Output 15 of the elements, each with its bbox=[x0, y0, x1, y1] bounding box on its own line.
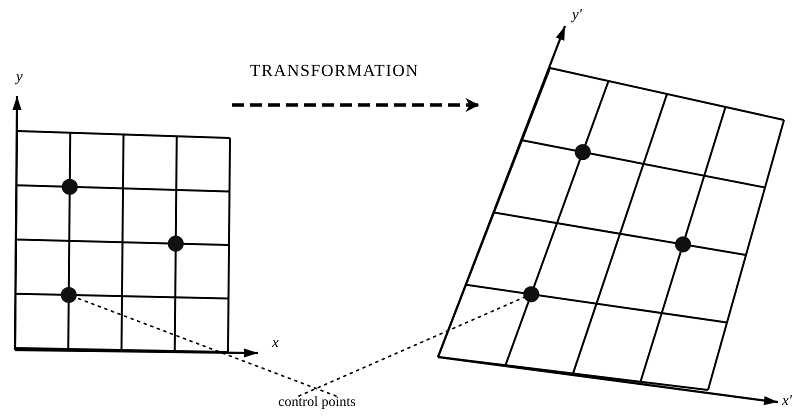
control-point bbox=[60, 286, 77, 303]
leader-line bbox=[298, 296, 525, 397]
axis-label: y' bbox=[572, 8, 582, 23]
axis-label: y bbox=[16, 70, 23, 85]
axis-label: x bbox=[272, 336, 279, 351]
caption-text: control points bbox=[262, 396, 372, 410]
control-point bbox=[62, 178, 78, 195]
control-point bbox=[523, 286, 540, 302]
dashed-arrow bbox=[232, 98, 480, 112]
axis-label: x' bbox=[782, 394, 792, 409]
leader-line bbox=[75, 296, 337, 397]
control-point bbox=[168, 236, 184, 252]
control-point bbox=[574, 144, 591, 160]
edge-label: TRANSFORMATION bbox=[250, 62, 419, 79]
control-point bbox=[675, 236, 691, 252]
